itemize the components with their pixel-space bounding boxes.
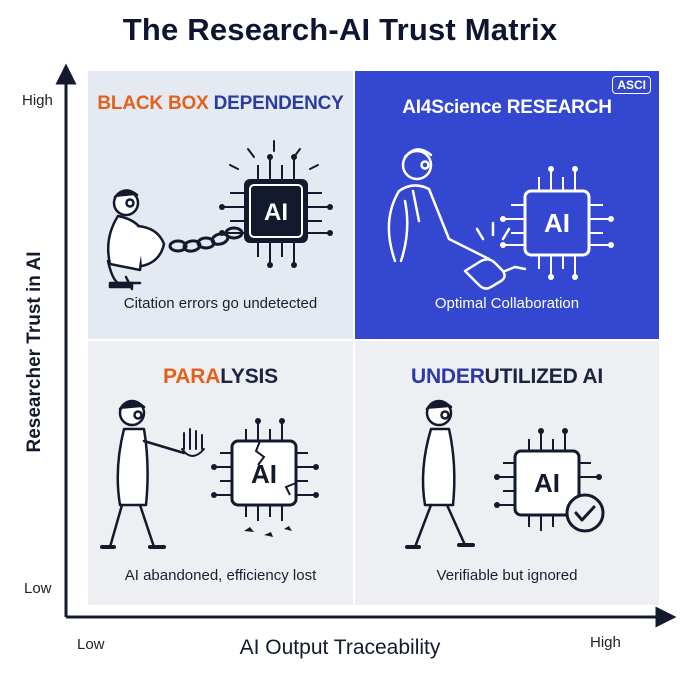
person-icon <box>387 148 491 263</box>
ai-chip-icon: AI <box>494 428 602 531</box>
ai-chip-icon: AI <box>500 166 614 280</box>
chip-debris <box>244 526 292 537</box>
chip-label: AI <box>251 459 277 489</box>
quadrant-title: AI4Science RESEARCH <box>402 97 612 118</box>
page-title: The Research-AI Trust Matrix <box>122 12 558 47</box>
quadrant-title: PARALYSIS <box>88 365 353 389</box>
quadrant-caption: Citation errors go undetected <box>123 295 318 312</box>
quadrant-paralysis: PARALYSIS <box>88 341 353 605</box>
check-circle-icon <box>565 493 605 533</box>
quadrant-title-part1: BLACK BOX <box>97 93 209 114</box>
quadrant-ai4science-research: ASCI AI4Science RESEARCH <box>355 71 659 339</box>
quadrant-title-part2: LYSIS <box>220 365 278 388</box>
walking-person-icon <box>100 399 186 549</box>
ai-chip-icon: AI <box>219 154 333 268</box>
quadrant-underutilized-ai: UNDERUTILIZED AI AI <box>355 341 659 605</box>
quadrant-caption: AI abandoned, efficiency lost <box>124 567 317 584</box>
chip-label: AI <box>544 208 570 238</box>
illustration: AI <box>405 399 605 549</box>
x-axis-high-label: High <box>590 634 621 651</box>
quadrant-title: UNDERUTILIZED AI <box>355 365 659 389</box>
chain-icon <box>168 226 244 253</box>
y-axis-high-label: High <box>22 92 53 109</box>
chip-label: AI <box>264 199 288 226</box>
quadrant-title-part1: UNDER <box>410 365 485 388</box>
quadrant-caption: Verifiable but ignored <box>436 567 578 584</box>
chip-label: AI <box>534 468 560 498</box>
y-axis-label: Researcher Trust in AI <box>24 251 45 453</box>
quadrant-caption: Optimal Collaboration <box>434 295 580 312</box>
glow-rays <box>229 140 319 170</box>
quadrant-title-part1: PARA <box>163 365 221 388</box>
quadrant-black-box-dependency: BLACK BOX DEPENDENCY <box>88 71 353 339</box>
walking-person-icon <box>405 399 475 549</box>
quadrant-title-part2: UTILIZED AI <box>484 365 604 388</box>
x-axis-low-label: Low <box>77 636 105 653</box>
ai-chip-icon: AI <box>211 418 319 537</box>
illustration: AI <box>106 140 333 291</box>
sitting-person-icon <box>106 189 166 291</box>
quadrant-title-part2: DEPENDENCY <box>208 93 344 114</box>
illustration: AI <box>100 399 319 549</box>
x-axis-label: AI Output Traceability <box>239 636 441 659</box>
asci-badge: ASCI <box>612 76 651 94</box>
stop-hand-icon <box>181 428 205 457</box>
handshake-icon <box>463 221 527 290</box>
y-axis-low-label: Low <box>24 580 52 597</box>
quadrant-title: BLACK BOX DEPENDENCY <box>88 93 353 115</box>
illustration: AI <box>387 148 614 290</box>
